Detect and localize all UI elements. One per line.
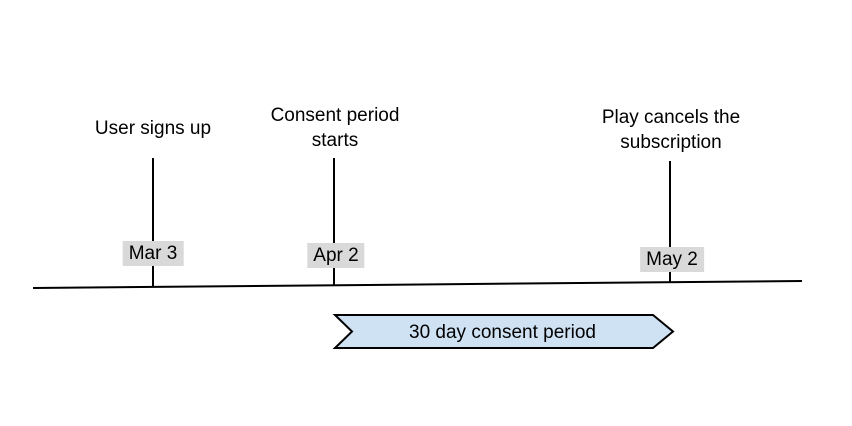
consent-period-label: 30 day consent period bbox=[409, 322, 596, 343]
event-title: Play cancels the subscription bbox=[586, 105, 756, 155]
event-title: User signs up bbox=[43, 116, 263, 141]
event-title: Consent period starts bbox=[255, 103, 415, 153]
event-title-line: Consent period bbox=[270, 105, 400, 126]
event-date-badge: May 2 bbox=[640, 247, 704, 272]
event-date-badge: Mar 3 bbox=[122, 241, 184, 266]
event-title-line: subscription bbox=[620, 132, 722, 153]
event-title-line: starts bbox=[311, 130, 359, 151]
event-title-line: User signs up bbox=[94, 118, 212, 139]
consent-period-arrow-shape bbox=[332, 314, 675, 349]
event-title-line: Play cancels the bbox=[601, 107, 741, 128]
event-date-badge: Apr 2 bbox=[307, 243, 365, 268]
timeline-axis bbox=[32, 280, 803, 289]
